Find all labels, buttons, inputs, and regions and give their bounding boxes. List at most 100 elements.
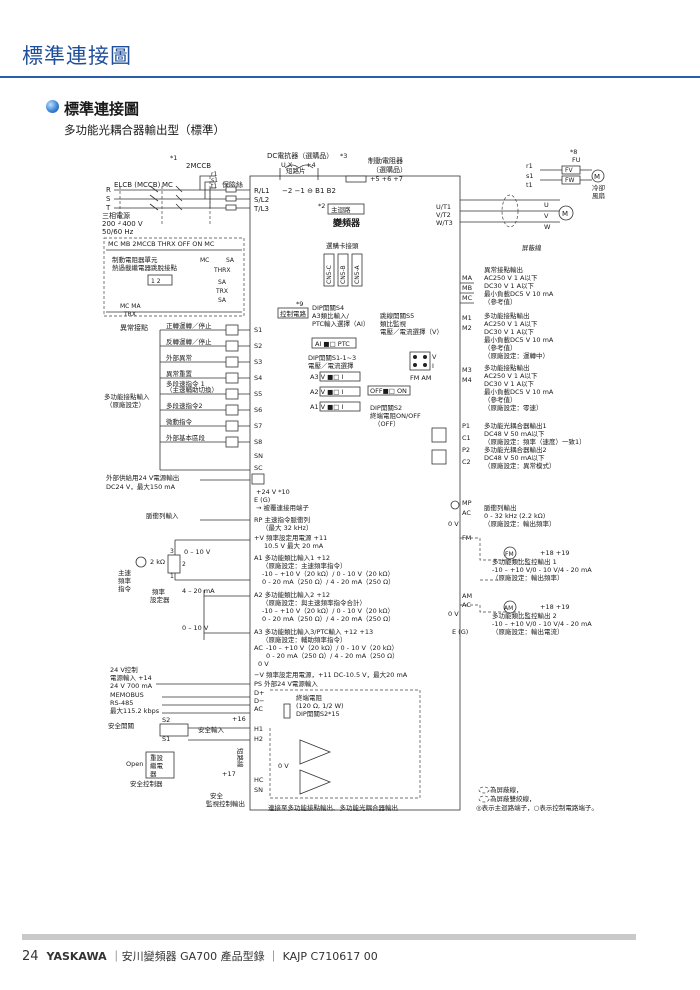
am-out-2: -10 – +10 V/0 - 10 V/4 - 20 mA	[492, 620, 592, 628]
m34-4: （參考值）	[484, 395, 517, 404]
note-17: +17	[222, 770, 236, 778]
term-res-2: (120 Ω, 1/2 W)	[296, 702, 344, 710]
short-wire: 短路線	[236, 748, 245, 768]
relay-out-0: 異常接點輸出	[484, 265, 523, 274]
multi-input-1: 多功能接點輸入	[104, 392, 150, 401]
term-p1: P1	[462, 422, 470, 430]
short-bar: 短路片	[286, 166, 306, 175]
fan-label-2: 風扇	[592, 191, 605, 200]
terminal-vt2: V/T2	[436, 211, 451, 219]
fu-label: FU	[572, 156, 581, 164]
dip-s1-1: DIP開關S1-1~3	[308, 354, 356, 362]
main-circuit-box	[327, 203, 365, 215]
ps24-2: 電源輸入 +14	[110, 673, 152, 682]
safety-out-1: 安全	[210, 791, 224, 800]
supply-3: 50/60 Hz	[102, 228, 134, 236]
relay-12: 1 2	[151, 278, 161, 285]
a3-4: 0 - 20 mA（250 Ω）/ 4 - 20 mA（250 Ω）	[266, 652, 399, 660]
terminal-ut1: U/T1	[436, 203, 451, 211]
mccb-label: 2MCCB	[186, 162, 211, 170]
pulse-in: 脈衝列輸入	[146, 511, 179, 520]
legend-3: ◎表示主迴路端子，○表示控制電路端子。	[476, 803, 598, 812]
dip-s2-1: DIP開關S2	[370, 404, 402, 412]
motor-m: M	[562, 210, 568, 218]
term-mp-ac: AC	[462, 509, 471, 517]
term-m3: M3	[462, 366, 472, 374]
term-s3: S3	[254, 358, 262, 366]
inverter-label: 變頻器	[332, 217, 361, 229]
jumper-s5-1: 跳線開關S5	[380, 311, 414, 320]
phase-s: S	[106, 195, 111, 203]
ai-ptc-switch: AI ■□ PTC	[315, 340, 350, 348]
eg-right: E (G)	[452, 628, 468, 636]
braking-unit-1: 制動電阻器	[368, 156, 403, 165]
braking-notes: +5 +6 +7	[370, 175, 403, 183]
v24-note: +24 V *10	[256, 488, 290, 496]
dip-s2-3: （OFF）	[374, 420, 400, 428]
term-s5: S5	[254, 390, 262, 398]
m34-3: 最小負載DC5 V 10 mA	[484, 387, 554, 396]
dip-s4-2: A3類比輸入/	[312, 311, 350, 320]
relay-3: 器	[150, 770, 157, 778]
relay-out-1: AC250 V 1 A以下	[484, 274, 538, 282]
a2-switch: A2 V ■□ I	[310, 388, 344, 396]
phase-t: T	[105, 204, 111, 212]
terminal-wt3: W/T3	[436, 219, 453, 227]
a1-switch: A1 V ■□ I	[310, 403, 344, 411]
jumper-s5-3: 電壓／電流選擇（V）	[380, 327, 443, 336]
motor-w: W	[544, 223, 551, 231]
safety-out-3: 連接至多功能接點輸出、多功能光耦合器輸出	[268, 803, 398, 812]
am-meter: AM	[504, 605, 513, 612]
dip-s4-1: DIP開關S4	[312, 304, 344, 312]
dip-s1-2: 電壓／電流選擇	[308, 361, 354, 370]
section-subtitle: 多功能光耦合器輸出型（標準）	[64, 123, 225, 137]
range-0-10: 0 – 10 V	[184, 548, 211, 556]
control-circuit: 控制電路	[280, 309, 307, 318]
m12-2: DC30 V 1 A以下	[484, 328, 535, 336]
note-9: *9	[296, 300, 303, 308]
zero-v2: 0 V	[278, 762, 289, 770]
term-ma: MA	[462, 274, 473, 282]
relay-out-3: 最小負載DC5 V 10 mA	[484, 289, 554, 298]
term-c1: C1	[462, 434, 471, 442]
a2-1: A2 多功能類比輸入2 +12	[254, 590, 330, 599]
zero-v: 0 V	[258, 660, 269, 668]
a2-2: （原廠設定：與主速頻率指令合計）	[262, 598, 366, 607]
pot-2: 2	[182, 561, 186, 568]
sa-1: SA	[226, 257, 235, 264]
fm-out-3: （原廠設定：輸出頻率）	[492, 573, 564, 582]
di-label-4: 多段速指令 1	[166, 379, 205, 388]
term-h2: H2	[254, 735, 263, 743]
footer-bar	[22, 934, 636, 940]
am-out-3: （原廠設定：輸出電流）	[492, 627, 564, 636]
ctrl-row: MC MB 2MCCB THRX OFF ON MC	[108, 240, 215, 248]
thermo-2: 熱過載繼電器跳脫接點	[112, 263, 178, 272]
a1-2: （原廠設定：主速頻率指令）	[262, 561, 347, 570]
shield-terminal: → 被覆連接用端子	[256, 503, 310, 512]
ps24-3: 24 V 700 mA	[110, 682, 153, 690]
ext-24v-1: 外部供給用24 V電源輸出	[106, 473, 179, 482]
slot-c: CN5-C	[326, 265, 333, 284]
term-m1: M1	[462, 314, 472, 322]
digital-input-lines	[159, 324, 250, 471]
title-rule	[0, 76, 700, 78]
term-s6: S6	[254, 406, 262, 414]
term-sn: SN	[254, 452, 263, 460]
m34-1: AC250 V 1 A以下	[484, 372, 538, 380]
a1-3: -10 – +10 V（20 kΩ）/ 0 - 10 V（20 kΩ）	[262, 570, 394, 578]
thrx-label: THRX	[213, 267, 230, 274]
term-sc: SC	[254, 464, 263, 472]
di-label-2: 外部異常	[166, 353, 192, 362]
fm-out-1: 多功能類比監控輸出 1	[492, 557, 557, 566]
safety-out-2: 監視控制輸出	[206, 799, 245, 808]
di-label-8: 外部基本區段	[166, 433, 206, 442]
fuse-label: 保險絲	[222, 180, 243, 189]
t1-top: t1	[211, 183, 217, 190]
note-2: *2	[318, 202, 325, 210]
fv-label: FV	[565, 167, 573, 174]
di-label-1: 反轉運轉／停止	[166, 337, 212, 346]
term-dminus: D−	[254, 697, 264, 705]
terminal-sl2: S/L2	[254, 196, 269, 204]
safety-input: 安全輸入	[198, 725, 225, 734]
